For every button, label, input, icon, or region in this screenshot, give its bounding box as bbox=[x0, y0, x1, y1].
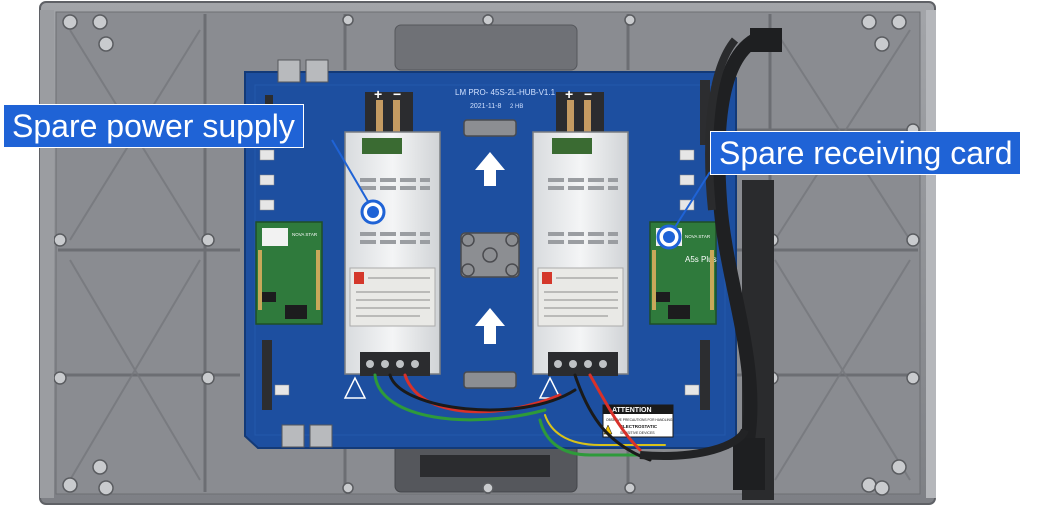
board-label: LM PRO- 45S-2L-HUB-V1.1 bbox=[455, 88, 556, 97]
up-arrow-icon bbox=[475, 152, 505, 344]
svg-text:−: − bbox=[584, 86, 592, 102]
receiving-card-left: NOVA STAR bbox=[255, 221, 323, 325]
power-supply-right: + − bbox=[532, 86, 629, 376]
power-supply-left: + − bbox=[344, 86, 441, 376]
svg-text:OBSERVE PRECAUTIONS FOR HANDLI: OBSERVE PRECAUTIONS FOR HANDLING bbox=[606, 418, 673, 422]
svg-text:+: + bbox=[565, 86, 573, 102]
svg-text:ATTENTION: ATTENTION bbox=[612, 407, 652, 414]
svg-text:NOVA STAR: NOVA STAR bbox=[685, 234, 711, 239]
svg-text:ELECTROSTATIC: ELECTROSTATIC bbox=[620, 424, 658, 429]
board-mark: 2 HB bbox=[510, 104, 523, 110]
svg-text:SENSITIVE DEVICES: SENSITIVE DEVICES bbox=[620, 431, 655, 435]
spare-power-supply-callout: Spare power supply bbox=[3, 104, 304, 148]
svg-text:A5s Plus: A5s Plus bbox=[685, 255, 717, 264]
callout-pointers bbox=[331, 139, 711, 250]
board-date: 2021-11-8 bbox=[470, 103, 502, 110]
svg-text:−: − bbox=[393, 86, 401, 102]
svg-text:NOVA STAR: NOVA STAR bbox=[292, 232, 318, 237]
cable-loom bbox=[639, 28, 782, 500]
spare-receiving-card-callout: Spare receiving card bbox=[710, 131, 1022, 175]
power-wiring bbox=[373, 373, 666, 462]
svg-text:+: + bbox=[374, 86, 382, 102]
esd-attention-label: ATTENTION OBSERVE PRECAUTIONS FOR HANDLI… bbox=[602, 404, 674, 438]
